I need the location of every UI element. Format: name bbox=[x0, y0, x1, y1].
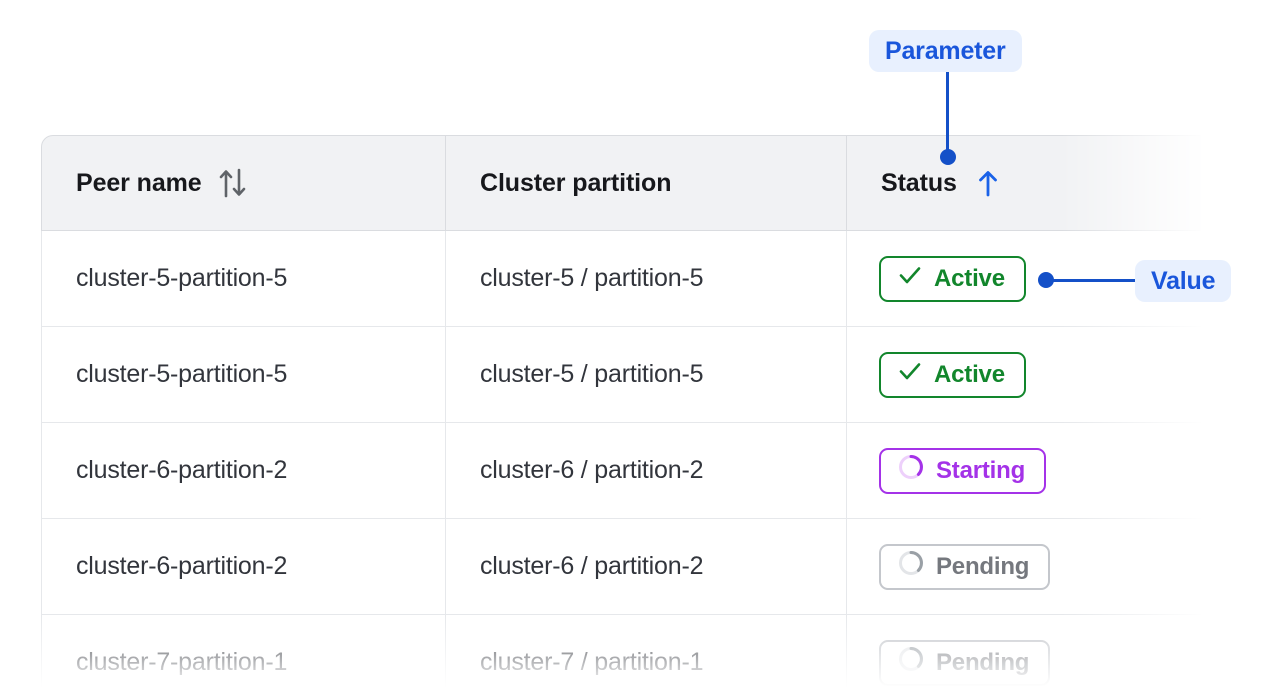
cell-cluster-partition: cluster-7 / partition-1 bbox=[446, 615, 847, 688]
status-badge: Pending bbox=[879, 639, 1051, 686]
status-badge: Pending bbox=[879, 543, 1051, 590]
table-row[interactable]: cluster-6-partition-2 cluster-6 / partit… bbox=[41, 519, 1201, 615]
status-badge: Active bbox=[879, 351, 1026, 398]
cell-peer-name: cluster-6-partition-2 bbox=[41, 519, 446, 615]
column-header-peer-name-label: Peer name bbox=[76, 168, 202, 197]
status-badge-label: Starting bbox=[936, 456, 1026, 484]
annotation-connector-parameter bbox=[946, 69, 949, 158]
cell-peer-name: cluster-7-partition-1 bbox=[41, 615, 446, 688]
column-header-cluster-partition[interactable]: Cluster partition bbox=[446, 135, 847, 231]
sort-both-icon[interactable] bbox=[218, 166, 248, 200]
peers-table-container: Peer name bbox=[41, 135, 1201, 688]
annotation-dot-value bbox=[1038, 272, 1054, 288]
column-header-status[interactable]: Status bbox=[847, 135, 1201, 231]
cell-status: Active bbox=[847, 327, 1201, 423]
cell-status: Pending bbox=[847, 615, 1201, 688]
spinner-icon bbox=[897, 549, 925, 584]
check-icon bbox=[897, 262, 923, 295]
check-icon bbox=[897, 358, 923, 391]
table-header-row: Peer name bbox=[41, 135, 1201, 231]
cell-peer-name: cluster-6-partition-2 bbox=[41, 423, 446, 519]
annotation-label-value: Value bbox=[1135, 260, 1232, 302]
column-header-status-label: Status bbox=[881, 168, 957, 197]
cell-cluster-partition: cluster-5 / partition-5 bbox=[446, 327, 847, 423]
annotation-connector-value bbox=[1053, 279, 1137, 282]
cell-status: Pending bbox=[847, 519, 1201, 615]
cell-status: Starting bbox=[847, 423, 1201, 519]
status-badge-label: Pending bbox=[936, 552, 1030, 580]
cell-cluster-partition: cluster-6 / partition-2 bbox=[446, 423, 847, 519]
spinner-icon bbox=[897, 645, 925, 680]
table-body: cluster-5-partition-5 cluster-5 / partit… bbox=[41, 231, 1201, 688]
table-row[interactable]: cluster-6-partition-2 cluster-6 / partit… bbox=[41, 423, 1201, 519]
status-badge: Starting bbox=[879, 447, 1047, 494]
peers-table: Peer name bbox=[41, 135, 1201, 688]
cell-peer-name: cluster-5-partition-5 bbox=[41, 231, 446, 327]
table-row[interactable]: cluster-7-partition-1 cluster-7 / partit… bbox=[41, 615, 1201, 688]
table-row[interactable]: cluster-5-partition-5 cluster-5 / partit… bbox=[41, 231, 1201, 327]
arrow-up-icon[interactable] bbox=[973, 167, 1003, 199]
table-row[interactable]: cluster-5-partition-5 cluster-5 / partit… bbox=[41, 327, 1201, 423]
cell-peer-name: cluster-5-partition-5 bbox=[41, 327, 446, 423]
spinner-icon bbox=[897, 453, 925, 488]
status-badge-label: Active bbox=[934, 264, 1005, 292]
status-badge-label: Pending bbox=[936, 648, 1030, 676]
status-badge-label: Active bbox=[934, 360, 1005, 388]
status-badge: Active bbox=[879, 255, 1026, 302]
column-header-cluster-partition-label: Cluster partition bbox=[480, 168, 672, 197]
table-header: Peer name bbox=[41, 135, 1201, 231]
cell-cluster-partition: cluster-6 / partition-2 bbox=[446, 519, 847, 615]
annotation-label-parameter: Parameter bbox=[869, 30, 1022, 72]
annotation-dot-parameter bbox=[940, 149, 956, 165]
cell-cluster-partition: cluster-5 / partition-5 bbox=[446, 231, 847, 327]
column-header-peer-name[interactable]: Peer name bbox=[41, 135, 446, 231]
